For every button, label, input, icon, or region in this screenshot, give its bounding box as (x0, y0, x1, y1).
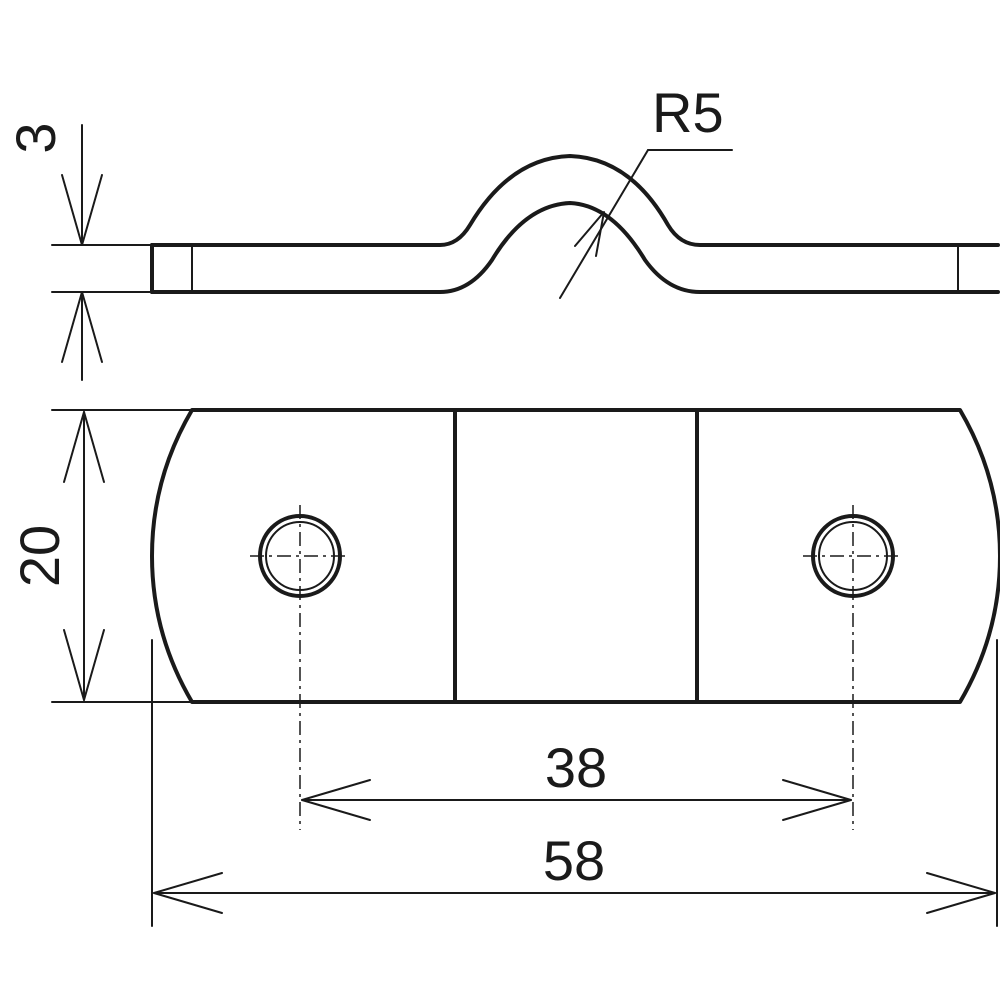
radius-label: R5 (652, 81, 724, 144)
width-arrowhead-top (63, 411, 105, 483)
width-arrowhead-bottom (63, 629, 105, 701)
length-arrowhead-left (153, 872, 223, 914)
thickness-dimension: 3 (4, 122, 151, 381)
hole-spacing-dimension: 38 (250, 505, 903, 830)
overall-length-dimension: 58 (151, 639, 998, 927)
thickness-label: 3 (4, 122, 67, 153)
spacing-arrowhead-left (301, 779, 371, 821)
radius-arrowhead (574, 211, 605, 257)
plate-outline (150, 408, 1000, 704)
width-dimension: 20 (8, 409, 191, 703)
arrowhead-down (61, 174, 103, 246)
width-label: 20 (8, 525, 71, 587)
overall-length-label: 58 (543, 829, 605, 892)
bend-radius-callout: R5 (559, 81, 733, 299)
radius-leader-line (559, 149, 649, 299)
side-view (150, 154, 1000, 294)
strip-bottom-edge (150, 201, 1000, 294)
length-arrowhead-right (926, 872, 996, 914)
hole-spacing-label: 38 (545, 736, 607, 799)
spacing-arrowhead-right (782, 779, 852, 821)
strip-top-edge (150, 154, 1000, 247)
arrowhead-up (61, 291, 103, 363)
